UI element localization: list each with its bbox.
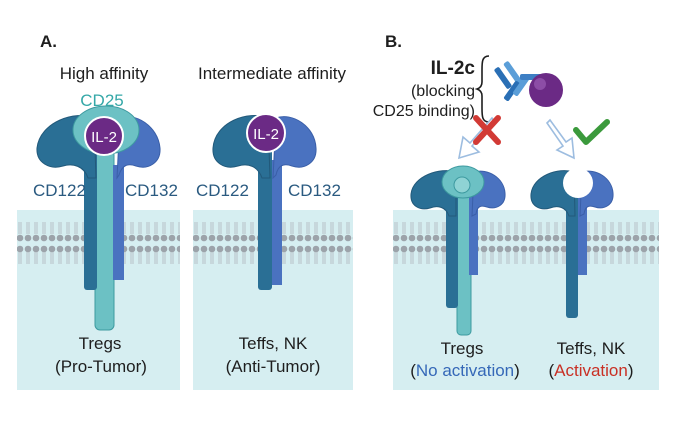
teffs-nk-cell-label: Teffs, NK bbox=[557, 339, 626, 358]
pro-tumor-label: (Pro-Tumor) bbox=[55, 357, 147, 376]
cd25-label: CD25 bbox=[80, 91, 123, 110]
cd122-label: CD122 bbox=[33, 181, 86, 200]
cd132-stem bbox=[271, 160, 282, 285]
cd132-label: CD132 bbox=[125, 181, 178, 200]
teffs-receptor-active bbox=[530, 168, 614, 318]
high-affinity-receptor: IL-2 bbox=[36, 105, 161, 331]
high-affinity-title: High affinity bbox=[60, 64, 149, 83]
il2c-brace bbox=[474, 55, 490, 123]
cd122-stem bbox=[446, 188, 458, 308]
cd122-label: CD122 bbox=[196, 181, 249, 200]
intermediate-affinity-title: Intermediate affinity bbox=[198, 64, 347, 83]
cd132-stem bbox=[113, 165, 124, 280]
il2c-title: IL-2c bbox=[431, 58, 476, 79]
activation-status: Activation bbox=[554, 361, 628, 380]
cd25-chain bbox=[94, 149, 115, 331]
il2c-desc-line2: CD25 binding) bbox=[373, 103, 475, 120]
cd25-chain bbox=[456, 184, 472, 336]
il2-label: IL-2 bbox=[253, 126, 279, 143]
il2-sphere bbox=[529, 73, 563, 107]
cd122-stem bbox=[84, 150, 97, 290]
il2-label: IL-2 bbox=[91, 129, 117, 146]
il2-molecule bbox=[84, 116, 124, 156]
il2-molecule bbox=[246, 113, 286, 153]
il2c-antibody-complex-icon bbox=[494, 61, 563, 107]
tregs-receptor-blocked bbox=[410, 165, 506, 336]
cd132-stem bbox=[577, 190, 587, 275]
cd122-stem bbox=[258, 150, 272, 290]
il2c-desc-line1: (blocking bbox=[411, 83, 475, 100]
no-activation-label: (No activation) bbox=[410, 361, 520, 380]
empty-il2-site bbox=[563, 168, 593, 198]
tregs-cell-label: Tregs bbox=[79, 334, 122, 353]
panel-a-label: A. bbox=[40, 32, 57, 51]
cd132-stem bbox=[469, 195, 478, 275]
anti-tumor-label: (Anti-Tumor) bbox=[226, 357, 321, 376]
tregs-cell-label: Tregs bbox=[441, 339, 484, 358]
panel-b-label: B. bbox=[385, 32, 402, 51]
intermediate-affinity-receptor: IL-2 bbox=[212, 113, 317, 290]
no-activation-status: No activation bbox=[416, 361, 514, 380]
membrane-bilayer bbox=[393, 219, 659, 268]
cd132-label: CD132 bbox=[288, 181, 341, 200]
cd122-stem bbox=[566, 188, 578, 318]
check-mark-icon bbox=[573, 119, 610, 145]
activation-label: (Activation) bbox=[548, 361, 633, 380]
teffs-nk-cell-label: Teffs, NK bbox=[239, 334, 308, 353]
cross-mark-icon bbox=[473, 115, 501, 145]
allowed-arrow-icon bbox=[545, 118, 575, 160]
